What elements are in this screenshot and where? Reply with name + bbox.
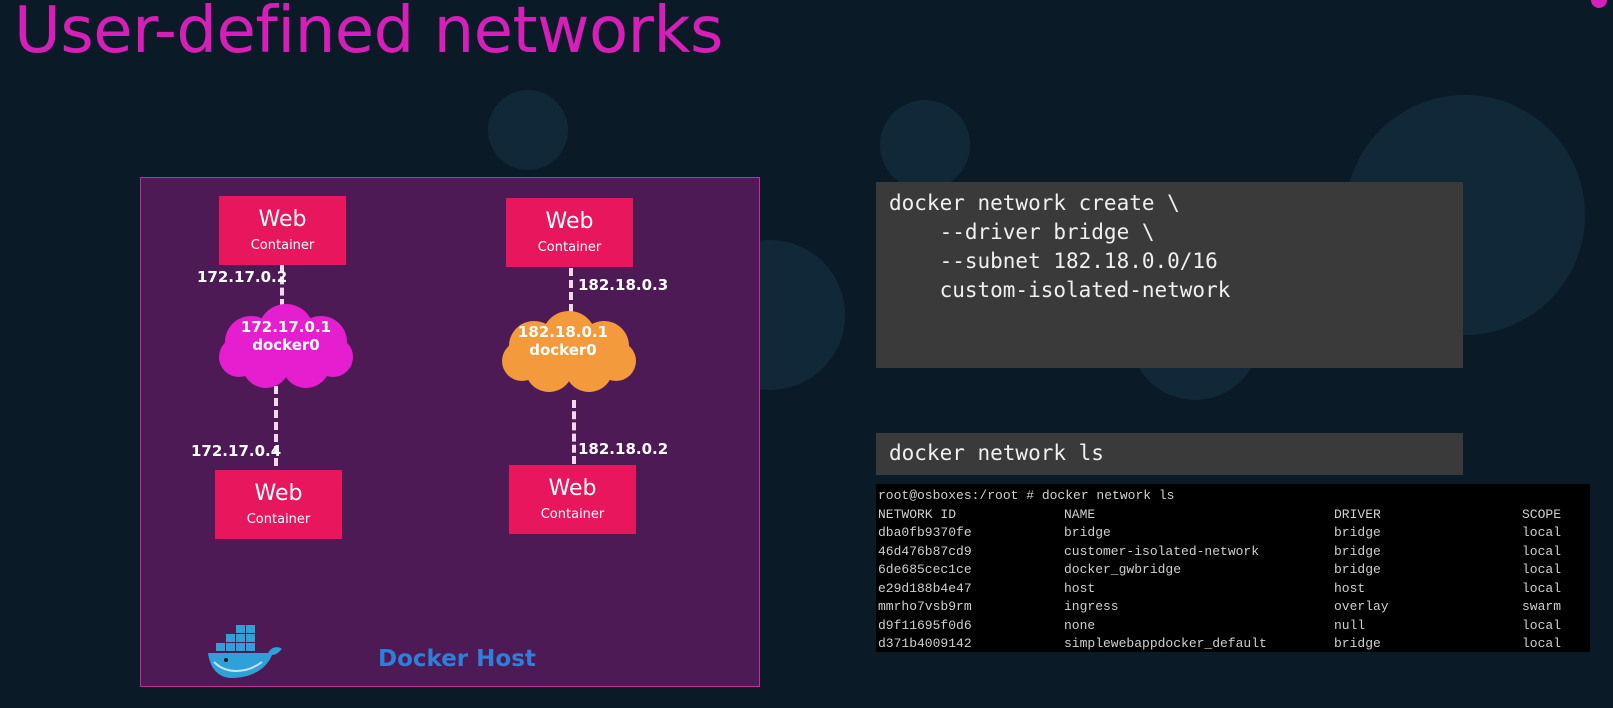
- create-command-panel: docker network create \ --driver bridge …: [876, 182, 1463, 368]
- bridge-name: docker0: [252, 336, 320, 354]
- container-subtitle: Container: [250, 238, 315, 253]
- network-id: e29d188b4e47: [878, 580, 972, 596]
- web-container-top-right: Web Container: [506, 198, 633, 267]
- bridge-name: docker0: [529, 341, 597, 359]
- docker-host-diagram: Web Container 172.17.0.2 172.17.0.1 dock…: [140, 177, 760, 687]
- code-line: --driver bridge \: [889, 220, 1155, 244]
- terminal-row: d9f11695f0d6 none null local: [878, 617, 1590, 636]
- network-id: d9f11695f0d6: [878, 617, 972, 633]
- network-driver: overlay: [1334, 599, 1389, 614]
- gateway-ip: 172.17.0.1: [240, 318, 332, 336]
- terminal-row: e29d188b4e47 host host local: [878, 580, 1590, 599]
- web-container-bottom-left: Web Container: [215, 470, 342, 539]
- network-id: d371b4009142: [878, 636, 972, 651]
- background-circle: [880, 100, 970, 190]
- cloud-label-right: 182.18.0.1 docker0: [488, 323, 638, 359]
- network-scope: local: [1522, 562, 1562, 577]
- link-line: [569, 268, 573, 312]
- header-cell: NETWORK ID: [878, 506, 957, 522]
- link-line: [280, 265, 284, 307]
- network-name: customer-isolated-network: [1064, 543, 1260, 559]
- docker-whale-icon: [208, 625, 282, 678]
- container-subtitle: Container: [537, 240, 602, 255]
- ip-label: 182.18.0.3: [578, 276, 669, 294]
- network-scope: local: [1522, 525, 1562, 540]
- network-scope: local: [1522, 580, 1562, 596]
- header-cell: SCOPE: [1522, 506, 1562, 522]
- container-subtitle: Container: [540, 507, 605, 522]
- bridge-cloud-left: [219, 304, 353, 388]
- terminal-row: 46d476b87cd9 customer-isolated-network b…: [878, 543, 1590, 562]
- network-name: ingress: [1064, 599, 1119, 614]
- background-circle: [488, 90, 568, 170]
- web-container-bottom-right: Web Container: [509, 465, 636, 534]
- network-id: 46d476b87cd9: [878, 543, 972, 559]
- network-name: bridge: [1064, 525, 1111, 540]
- terminal-row: dba0fb9370fe bridge bridge local: [878, 524, 1590, 543]
- terminal-row: d371b4009142 simplewebappdocker_default …: [878, 635, 1590, 654]
- gateway-ip: 182.18.0.1: [517, 323, 609, 341]
- container-title: Web: [258, 207, 307, 232]
- code-line: docker network ls: [889, 441, 1104, 465]
- container-subtitle: Container: [246, 512, 311, 527]
- network-driver: bridge: [1334, 562, 1381, 577]
- network-name: none: [1064, 617, 1096, 633]
- ls-command-panel: docker network ls: [876, 433, 1463, 475]
- cloud-shape: [502, 311, 636, 392]
- network-scope: local: [1522, 543, 1562, 559]
- network-driver: bridge: [1334, 636, 1381, 651]
- network-scope: local: [1522, 636, 1562, 651]
- network-scope: swarm: [1522, 599, 1562, 614]
- code-line: docker network create \: [889, 191, 1180, 215]
- network-id: dba0fb9370fe: [878, 525, 972, 540]
- link-line: [274, 386, 278, 466]
- docker-host-label: Docker Host: [378, 646, 536, 672]
- cloud-shape: [219, 304, 353, 388]
- network-id: 6de685cec1ce: [878, 562, 972, 577]
- header-cell: DRIVER: [1334, 506, 1381, 522]
- network-id: mmrho7vsb9rm: [878, 599, 972, 614]
- terminal-prompt: root@osboxes:/root # docker network ls: [878, 488, 1175, 503]
- container-title: Web: [545, 209, 594, 234]
- terminal-header-row: NETWORK ID NAME DRIVER SCOPE: [878, 506, 1590, 525]
- cloud-label-left: 172.17.0.1 docker0: [211, 318, 361, 354]
- network-name: simplewebappdocker_default: [1064, 636, 1267, 651]
- network-driver: bridge: [1334, 525, 1381, 540]
- web-container-top-left: Web Container: [219, 196, 346, 265]
- container-title: Web: [548, 476, 597, 501]
- network-driver: host: [1334, 580, 1366, 596]
- header-cell: NAME: [1064, 506, 1096, 522]
- network-name: host: [1064, 580, 1096, 596]
- network-name: docker_gwbridge: [1064, 562, 1182, 577]
- terminal-row: mmrho7vsb9rm ingress overlay swarm: [878, 598, 1590, 617]
- code-line: custom-isolated-network: [889, 278, 1231, 302]
- slide-title: User-defined networks: [14, 0, 723, 68]
- ip-label: 182.18.0.2: [578, 440, 669, 458]
- network-scope: local: [1522, 617, 1562, 633]
- bridge-cloud-right: [502, 311, 636, 392]
- link-line: [572, 400, 576, 464]
- terminal-output: root@osboxes:/root # docker network ls N…: [876, 484, 1590, 652]
- code-line: --subnet 182.18.0.0/16: [889, 249, 1218, 273]
- ip-label: 172.17.0.4: [191, 442, 282, 460]
- network-driver: null: [1334, 617, 1366, 633]
- network-driver: bridge: [1334, 543, 1381, 559]
- ip-label: 172.17.0.2: [197, 268, 288, 286]
- container-title: Web: [254, 481, 303, 506]
- corner-mark: [1591, 0, 1607, 8]
- terminal-row: 6de685cec1ce docker_gwbridge bridge loca…: [878, 561, 1590, 580]
